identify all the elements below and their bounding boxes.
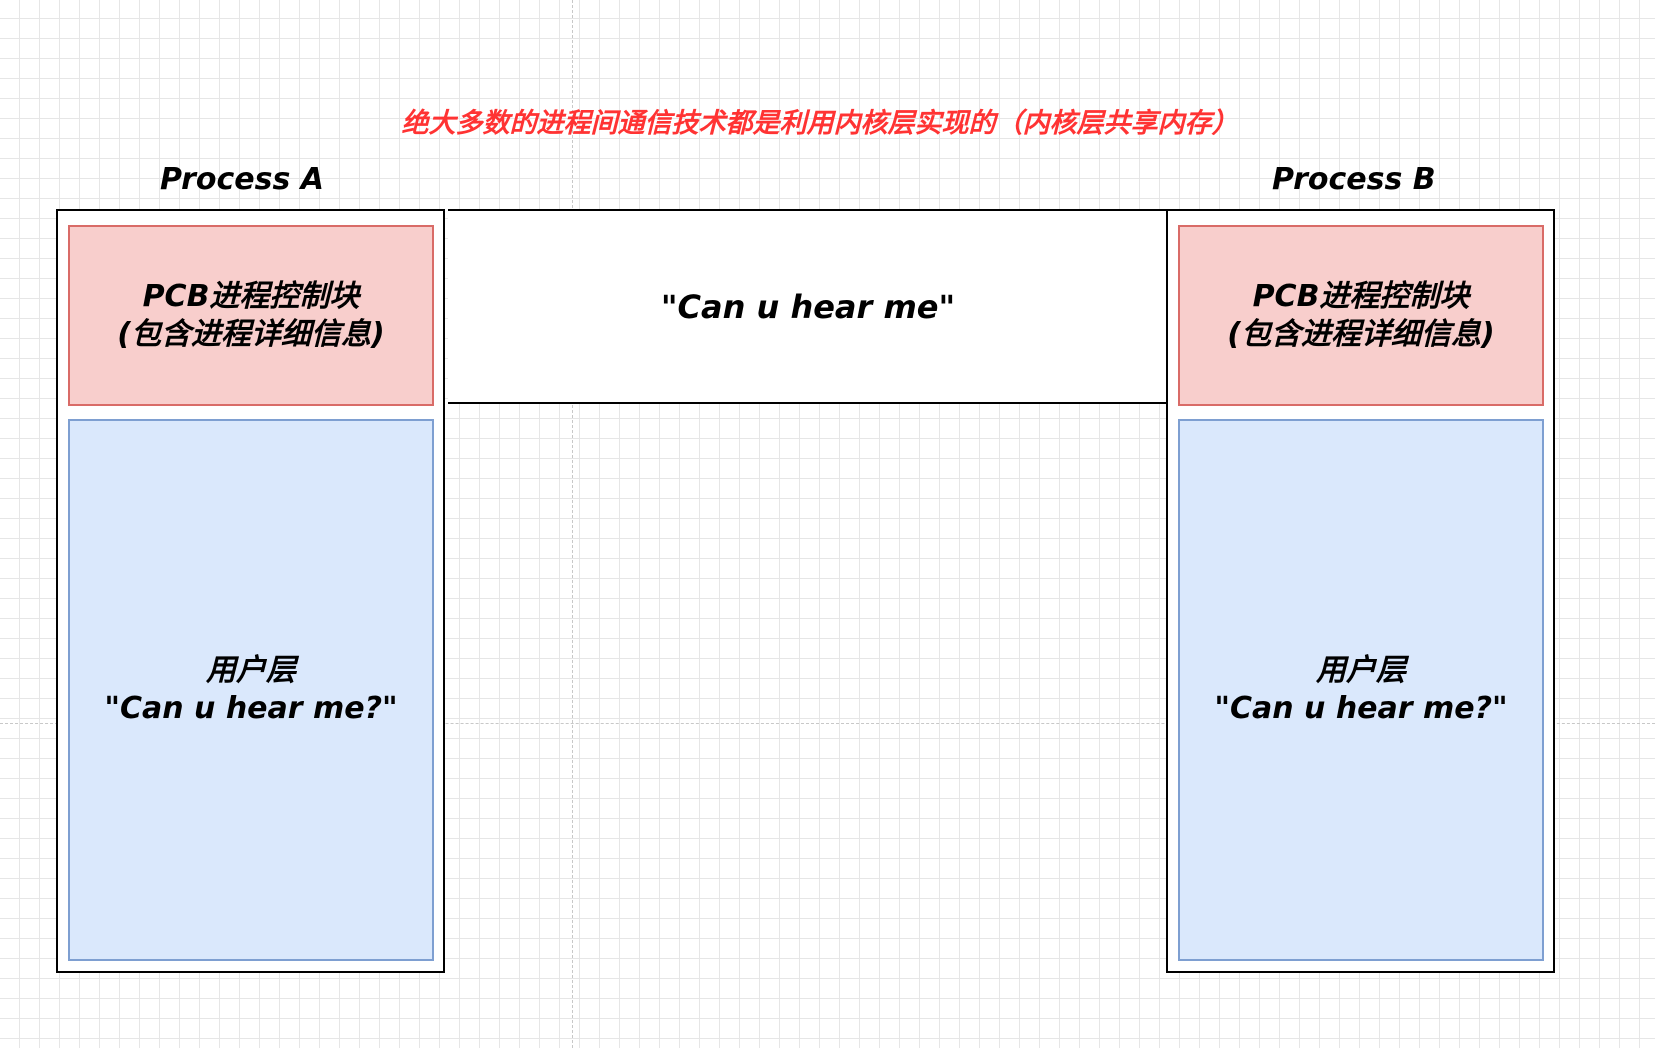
process-b-pcb-title: PCB进程控制块 [1252,278,1470,314]
process-b-pcb-subtitle: (包含进程详细信息) [1227,316,1495,352]
diagram-headline: 绝大多数的进程间通信技术都是利用内核层实现的（内核层共享内存） [401,108,1239,139]
process-b-label: Process B [1272,162,1436,197]
kernel-message: "Can u hear me" [660,287,956,326]
process-a-pcb-subtitle: (包含进程详细信息) [117,316,385,352]
process-a-user-message: "Can u hear me?" [104,691,398,726]
process-a-user-layer[interactable]: 用户层 "Can u hear me?" [68,419,434,961]
process-a-label: Process A [160,162,324,197]
process-a-container[interactable]: PCB进程控制块 (包含进程详细信息) 用户层 "Can u hear me?" [56,209,445,973]
page-guide-vertical [572,0,573,1048]
kernel-shared-memory[interactable]: "Can u hear me" [448,209,1168,404]
process-b-user-layer[interactable]: 用户层 "Can u hear me?" [1178,419,1544,961]
process-a-pcb-title: PCB进程控制块 [142,278,360,314]
process-a-pcb-block[interactable]: PCB进程控制块 (包含进程详细信息) [68,225,434,406]
process-b-container[interactable]: PCB进程控制块 (包含进程详细信息) 用户层 "Can u hear me?" [1166,209,1555,973]
process-b-pcb-block[interactable]: PCB进程控制块 (包含进程详细信息) [1178,225,1544,406]
process-b-user-message: "Can u hear me?" [1214,691,1508,726]
process-b-user-title: 用户层 [1316,653,1406,688]
page-guide-horizontal [0,723,1655,724]
process-a-user-title: 用户层 [206,653,296,688]
